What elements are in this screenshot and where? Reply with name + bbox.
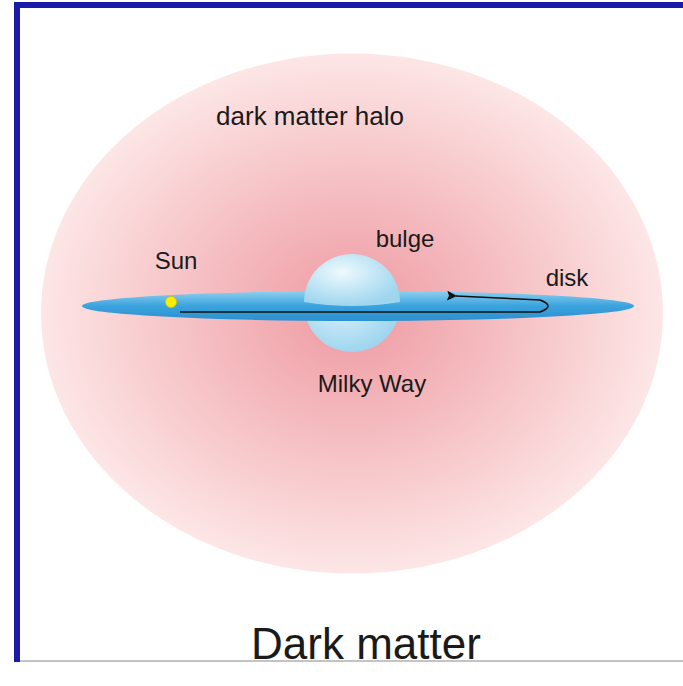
orbit-arrow [180, 296, 548, 312]
galaxy-label: Milky Way [318, 371, 426, 397]
sun-label: Sun [155, 248, 198, 274]
sun-dot [166, 297, 177, 308]
bulge-label: bulge [376, 226, 435, 252]
disk-label: disk [546, 265, 589, 291]
caption: Dark matter [251, 620, 481, 668]
halo-label: dark matter halo [216, 102, 404, 131]
frame-top [14, 2, 683, 8]
frame-left [14, 2, 20, 662]
bulge-upper [304, 254, 400, 306]
